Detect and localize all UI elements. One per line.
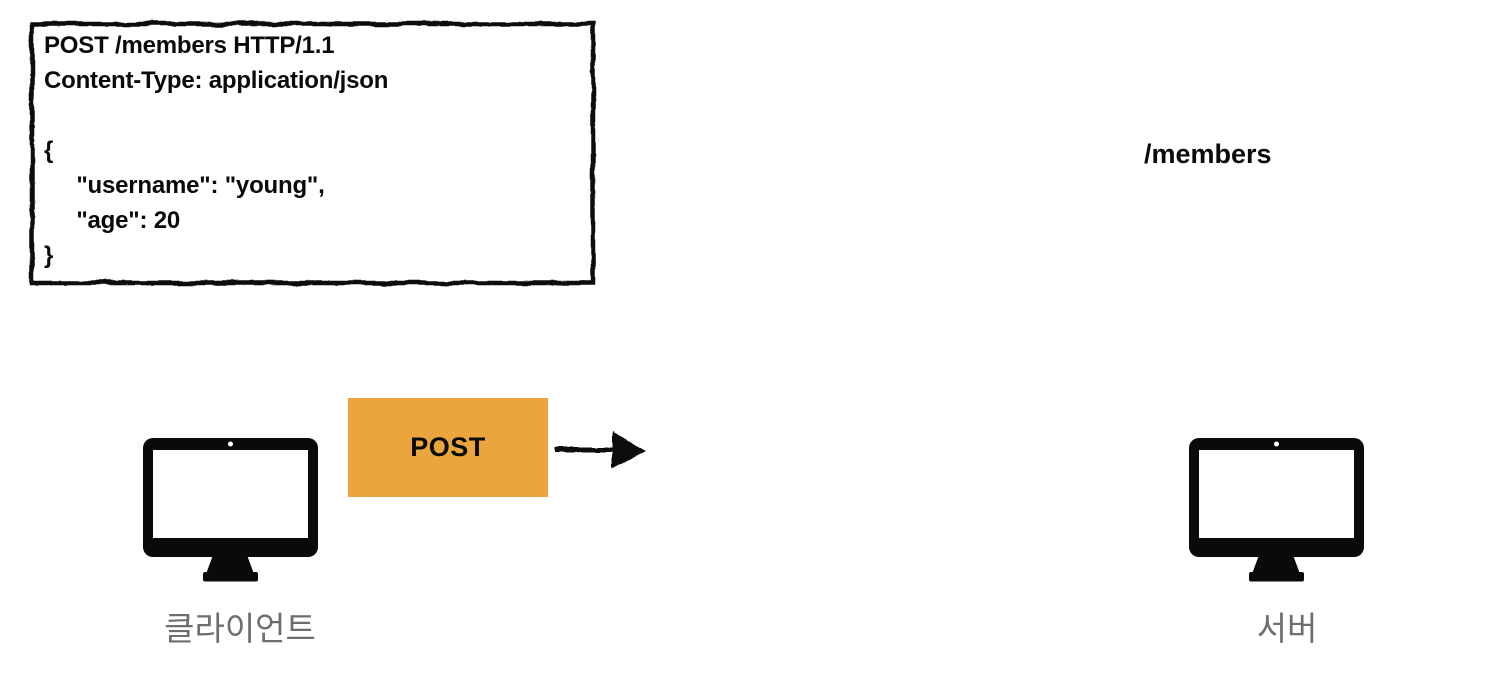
http-request-text: POST /members HTTP/1.1 Content-Type: app… xyxy=(44,28,584,273)
request-arrow-icon xyxy=(556,431,647,469)
server-label: 서버 xyxy=(1256,610,1318,647)
http-request-box-border xyxy=(29,21,596,286)
json-close-brace: } xyxy=(44,242,54,269)
client-computer-icon xyxy=(143,438,318,582)
json-open-brace: { xyxy=(44,137,54,164)
http-request-line: POST /members HTTP/1.1 xyxy=(44,32,335,59)
client-label: 클라이언트 xyxy=(164,610,316,647)
blank-line xyxy=(44,98,584,133)
post-method-badge: POST xyxy=(348,398,548,497)
http-header-line: Content-Type: application/json xyxy=(44,67,389,94)
endpoint-label: /members xyxy=(1144,139,1272,169)
post-method-badge-label: POST xyxy=(410,432,486,462)
json-username-line: "username": "young", xyxy=(44,172,325,199)
json-age-line: "age": 20 xyxy=(44,207,181,234)
server-computer-icon xyxy=(1189,438,1364,582)
